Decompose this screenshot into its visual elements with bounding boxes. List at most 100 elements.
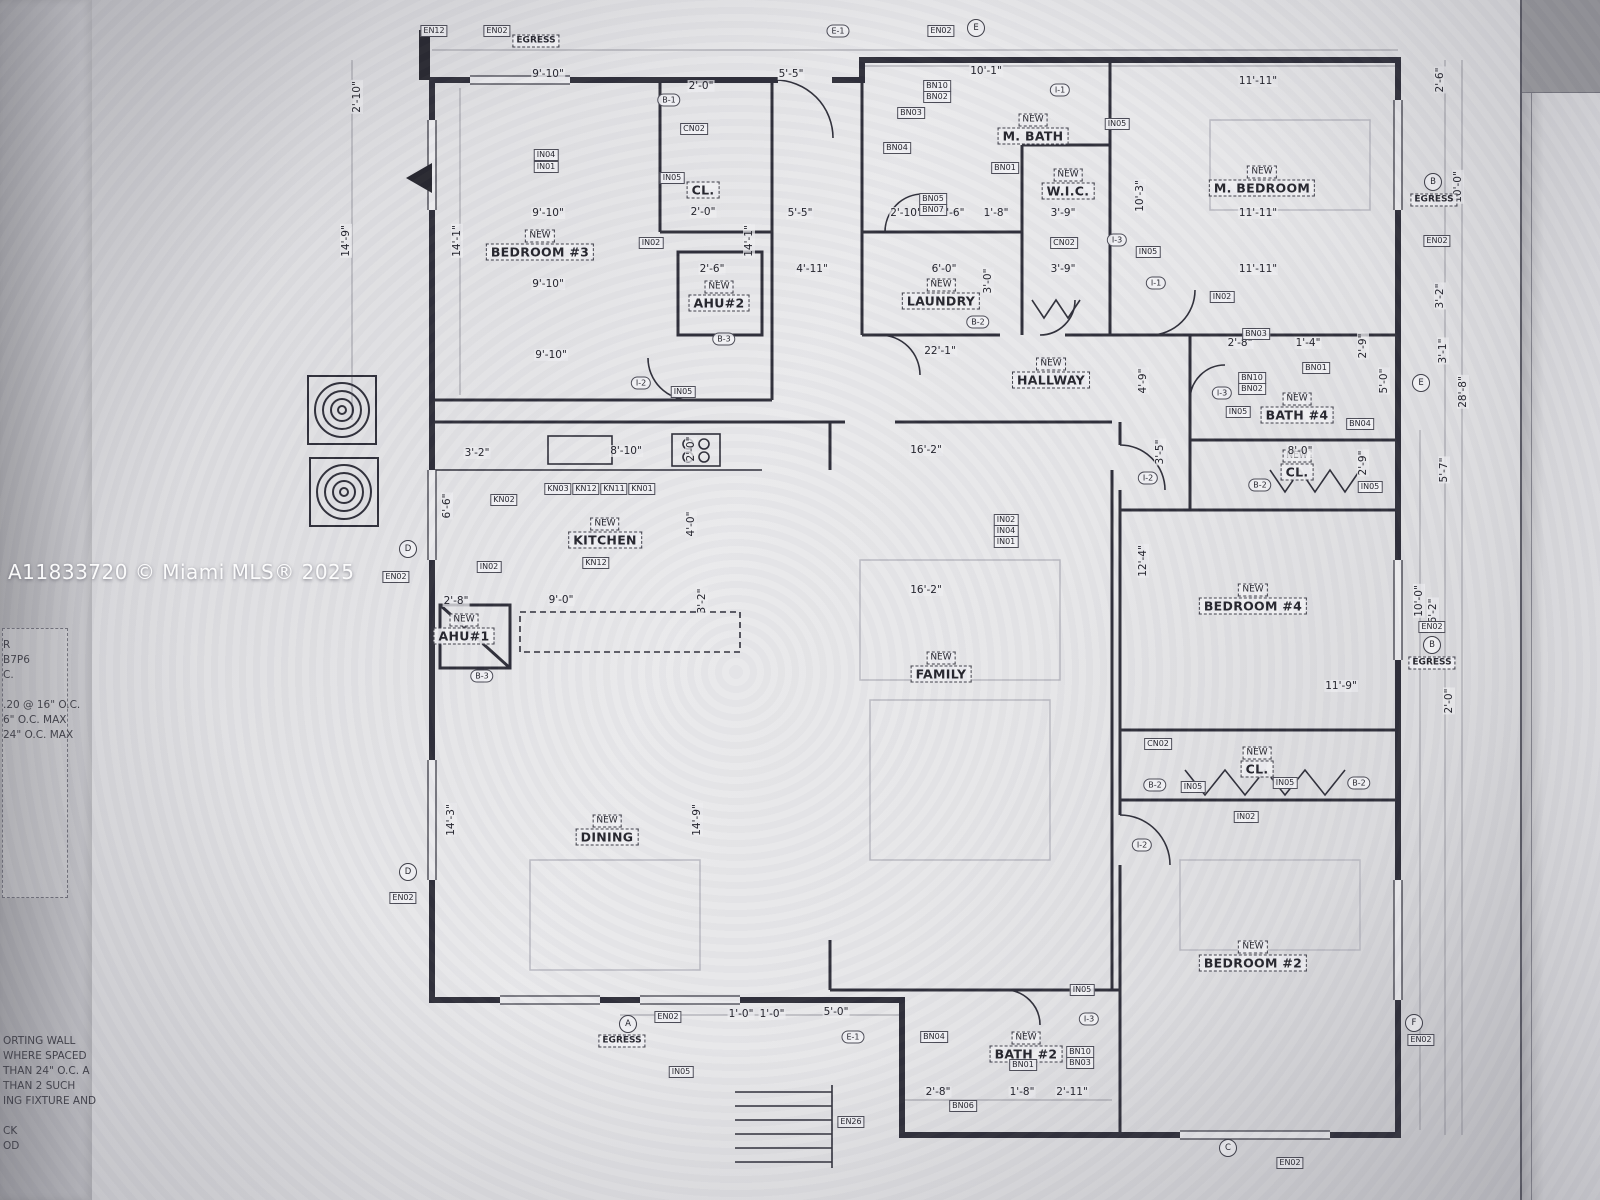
- egress-label: EGRESS: [512, 34, 560, 48]
- room-label-name: BATH #4: [1260, 406, 1334, 424]
- room-label-name: AHU#2: [688, 294, 750, 312]
- dimension-label: 3'-9": [1049, 207, 1077, 219]
- detail-tag: B-3: [470, 669, 494, 683]
- note-line: [3, 1109, 96, 1124]
- room-label-name: BEDROOM #3: [485, 243, 595, 261]
- dimension-label: 9'-0": [547, 594, 575, 606]
- grid-bubble: B: [1424, 173, 1442, 191]
- keynote-tag: EN02: [1423, 235, 1451, 247]
- keynote-tag: KN01: [628, 483, 656, 495]
- detail-tag: B-1: [657, 93, 681, 107]
- dimension-label: 2'-0": [687, 80, 715, 92]
- dimension-label: 6'-6": [441, 492, 453, 520]
- dimension-label: 8'-10": [609, 445, 643, 457]
- room-label-new: NEW: [449, 613, 479, 627]
- dimension-label: 2'-8": [442, 595, 470, 607]
- detail-tag: E-1: [826, 24, 850, 38]
- dimension-label: 5'-5": [777, 68, 805, 80]
- dimension-label: 3'-1": [1437, 337, 1449, 365]
- room-label-new: NEW: [1018, 113, 1048, 127]
- left-margin: [0, 0, 92, 1200]
- dimension-label: 9'-10": [531, 68, 565, 80]
- dimension-label: 12'-4": [1137, 544, 1149, 578]
- note-line: B7P6: [3, 654, 30, 666]
- note-line: [3, 683, 80, 698]
- keynote-tag: EN02: [1418, 621, 1446, 633]
- dimension-label: 3'-2": [1434, 282, 1446, 310]
- keynote-tag: EN02: [483, 25, 511, 37]
- detail-tag: B-2: [1248, 478, 1272, 492]
- room-label-new: NEW: [592, 814, 622, 828]
- dimension-label: 1'-0": [758, 1008, 786, 1020]
- room-label-name: LAUNDRY: [901, 292, 981, 310]
- dimension-label: 14'-1": [743, 224, 755, 258]
- dimension-label: 4'-11": [795, 263, 829, 275]
- wall-fills: [406, 30, 432, 193]
- room-label-name: HALLWAY: [1012, 371, 1090, 389]
- dimension-label: 22'-1": [923, 345, 957, 357]
- detail-tag: B-3: [712, 332, 736, 346]
- note-line: OD: [3, 1140, 20, 1152]
- detail-tag: I-3: [1078, 1012, 1100, 1026]
- keynote-tag: BN02: [1238, 383, 1266, 395]
- keynote-tag: EN02: [927, 25, 955, 37]
- keynote-tag: IN04: [533, 149, 559, 161]
- dimension-label: 1'-8": [982, 207, 1010, 219]
- keynote-tag: CN02: [1144, 738, 1172, 750]
- dimension-label: 1'-8": [1008, 1086, 1036, 1098]
- note-line: 24" O.C. MAX: [3, 729, 74, 741]
- dimension-label: 11'-11": [1237, 263, 1279, 275]
- dimension-label: 2'-0": [685, 435, 697, 463]
- fixtures-and-doors: [432, 79, 1361, 1168]
- detail-tag: I-3: [1106, 233, 1128, 247]
- keynote-tag: IN01: [533, 161, 559, 173]
- keynote-tag: EN02: [654, 1011, 682, 1023]
- detail-tag: I-1: [1145, 276, 1167, 290]
- room-label-name: KITCHEN: [568, 531, 642, 549]
- keynote-tag: IN05: [670, 386, 696, 398]
- keynote-tag: BN07: [919, 204, 947, 216]
- dimension-label: 2'-8": [924, 1086, 952, 1098]
- keynote-tag: IN05: [659, 172, 685, 184]
- window-symbols: [427, 75, 1403, 1140]
- dimension-label: 16'-2": [909, 584, 943, 596]
- keynote-tag: BN01: [991, 162, 1019, 174]
- note-line: C.: [3, 669, 14, 681]
- keynote-tag: CN02: [1050, 237, 1078, 249]
- dimension-label: 28'-8": [1457, 375, 1469, 409]
- dimension-label: 2'-6": [1434, 66, 1446, 94]
- keynote-tag: BN03: [897, 107, 925, 119]
- dimension-label: 14'-3": [445, 803, 457, 837]
- room-label-new: NEW: [525, 229, 555, 243]
- dimension-label: 3'-5": [1154, 438, 1166, 466]
- keynote-tag: BN04: [883, 142, 911, 154]
- room-label-name: M. BEDROOM: [1208, 179, 1316, 197]
- grid-bubble: A: [619, 1015, 637, 1033]
- detail-tag: I-3: [1211, 386, 1233, 400]
- dimension-label: 1'-4": [1294, 337, 1322, 349]
- mls-watermark: A11833720 © Miami MLS® 2025: [8, 560, 355, 584]
- note-line: ING FIXTURE AND: [3, 1095, 97, 1107]
- keynote-tag: IN02: [1209, 291, 1235, 303]
- keynote-tag: KN11: [600, 483, 628, 495]
- dimension-label: 9'-10": [534, 349, 568, 361]
- room-label-new: NEW: [1238, 940, 1268, 954]
- room-label-new: NEW: [1247, 165, 1277, 179]
- room-label-name: AHU#1: [433, 627, 495, 645]
- grid-bubble: B: [1423, 636, 1441, 654]
- dimension-label: 3'-2": [463, 447, 491, 459]
- dimension-label: 9'-10": [531, 278, 565, 290]
- dimension-label: 3'-0": [982, 267, 994, 295]
